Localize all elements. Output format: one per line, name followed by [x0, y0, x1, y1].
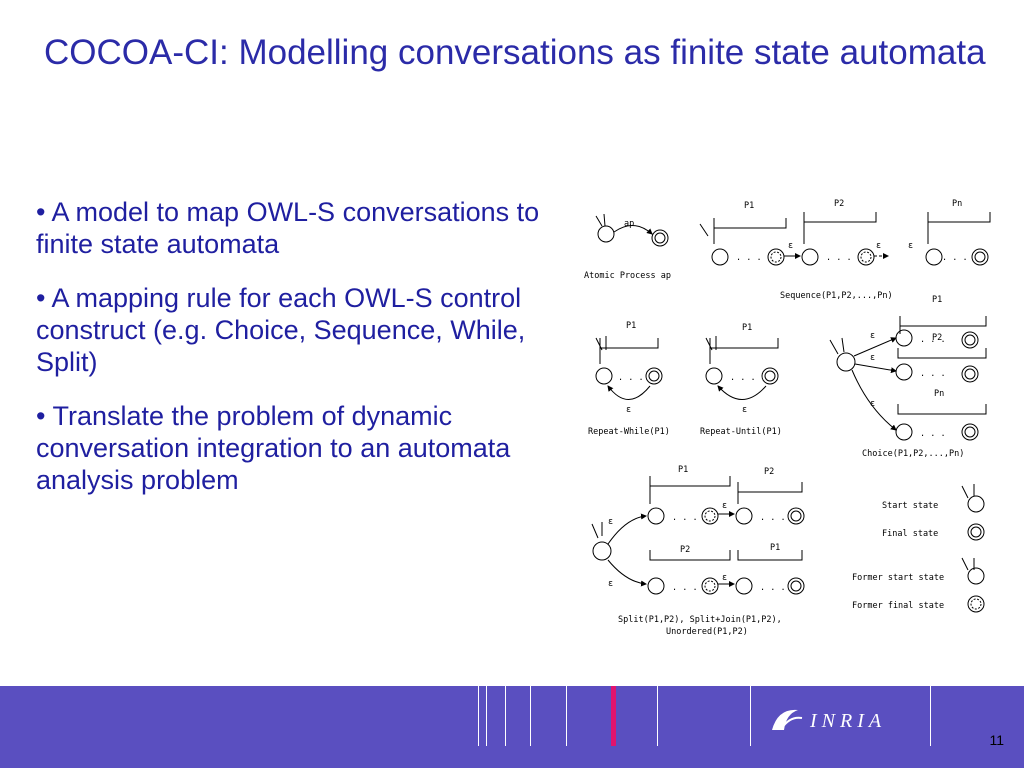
repeat-while-diagram: [595, 336, 663, 400]
label-p1: P1: [770, 543, 780, 553]
label-p2: P2: [680, 545, 690, 555]
label-epsilon: ε: [608, 579, 613, 589]
atomic-process-diagram: [595, 213, 669, 247]
footer-divider: [566, 686, 567, 746]
footer-divider: [530, 686, 531, 746]
legend-former-final-label: Former final state: [852, 601, 944, 611]
legend-former-start-label: Former start state: [852, 573, 944, 583]
label-dots: . . .: [920, 369, 946, 379]
footer-divider: [657, 686, 658, 746]
bullet-list: • A model to map OWL-S conversations to …: [36, 196, 576, 518]
label-sequence: Sequence(P1,P2,...,Pn): [780, 291, 893, 301]
state-circle: [651, 229, 669, 247]
label-repeat-until: Repeat-Until(P1): [700, 427, 782, 437]
footer-divider: [750, 686, 751, 746]
choice-diagram: [829, 316, 987, 441]
label-p1: P1: [742, 323, 752, 333]
footer-divider: [478, 686, 479, 746]
label-dots: . . .: [760, 513, 786, 523]
label-dots: . . .: [618, 373, 644, 383]
legend-former-final-state: [967, 595, 985, 613]
label-dots: . . .: [736, 253, 762, 263]
label-ap: ap: [624, 219, 634, 229]
label-dots: . . .: [672, 583, 698, 593]
label-atomic-process: Atomic Process ap: [584, 271, 671, 281]
label-p1: P1: [626, 321, 636, 331]
label-epsilon: ε: [876, 241, 881, 251]
label-epsilon: ε: [722, 501, 727, 511]
inria-logo-icon: [772, 709, 798, 730]
footer-divider: [505, 686, 506, 746]
legend-final-label: Final state: [882, 529, 938, 539]
inria-logo-text: INRIA: [809, 710, 886, 732]
label-dots: . . .: [920, 335, 946, 345]
page-number: 11: [989, 732, 1004, 748]
label-unordered: Unordered(P1,P2): [666, 627, 748, 637]
label-epsilon: ε: [870, 331, 875, 341]
bullet-item: • A mapping rule for each OWL-S control …: [36, 283, 526, 377]
legend-start-label: Start state: [882, 501, 938, 511]
label-dots: . . .: [920, 429, 946, 439]
legend-final-state: [967, 523, 985, 541]
label-epsilon: ε: [788, 241, 793, 251]
bullet-item: • Translate the problem of dynamic conve…: [36, 401, 511, 495]
legend-diagram: [961, 484, 985, 613]
footer-divider: [486, 686, 487, 746]
label-choice: Choice(P1,P2,...,Pn): [862, 449, 964, 459]
label-p1: P1: [678, 465, 688, 475]
repeat-until-diagram: [705, 336, 779, 400]
label-dots: . . .: [826, 253, 852, 263]
label-dots: . . .: [672, 513, 698, 523]
label-p1: P1: [932, 295, 942, 305]
footer-accent-bar: [611, 686, 616, 746]
automata-figure: ap Atomic Process ap P1 P2 Pn . . . . . …: [584, 199, 991, 637]
label-epsilon: ε: [870, 353, 875, 363]
label-epsilon: ε: [742, 405, 747, 415]
label-epsilon: ε: [908, 241, 913, 251]
label-p1: P1: [744, 201, 754, 211]
slide-title: COCOA-CI: Modelling conversations as fin…: [44, 33, 986, 72]
label-p2: P2: [764, 467, 774, 477]
legend-start-state: [967, 495, 985, 513]
label-epsilon: ε: [626, 405, 631, 415]
label-dots: . . .: [942, 253, 968, 263]
transition-arrow: [613, 225, 653, 235]
label-p2: P2: [932, 333, 942, 343]
label-epsilon: ε: [722, 573, 727, 583]
bullet-item: • A model to map OWL-S conversations to …: [36, 197, 540, 259]
label-dots: . . .: [730, 373, 756, 383]
label-epsilon: ε: [870, 399, 875, 409]
footer-divider: [930, 686, 931, 746]
inria-logo: INRIA: [772, 709, 886, 732]
label-epsilon: ε: [608, 517, 613, 527]
label-p2: P2: [834, 199, 844, 209]
legend-former-start-state: [967, 567, 985, 585]
label-split: Split(P1,P2), Split+Join(P1,P2),: [618, 615, 782, 625]
state-circle: [597, 225, 615, 243]
label-pn: Pn: [934, 389, 944, 399]
label-pn: Pn: [952, 199, 962, 209]
label-dots: . . .: [760, 583, 786, 593]
sequence-diagram: [699, 212, 991, 266]
label-repeat-while: Repeat-While(P1): [588, 427, 670, 437]
state-circle: [654, 232, 666, 244]
footer-band: INRIA 11: [0, 686, 1024, 768]
split-diagram: [591, 476, 805, 595]
start-marker: [595, 213, 606, 227]
